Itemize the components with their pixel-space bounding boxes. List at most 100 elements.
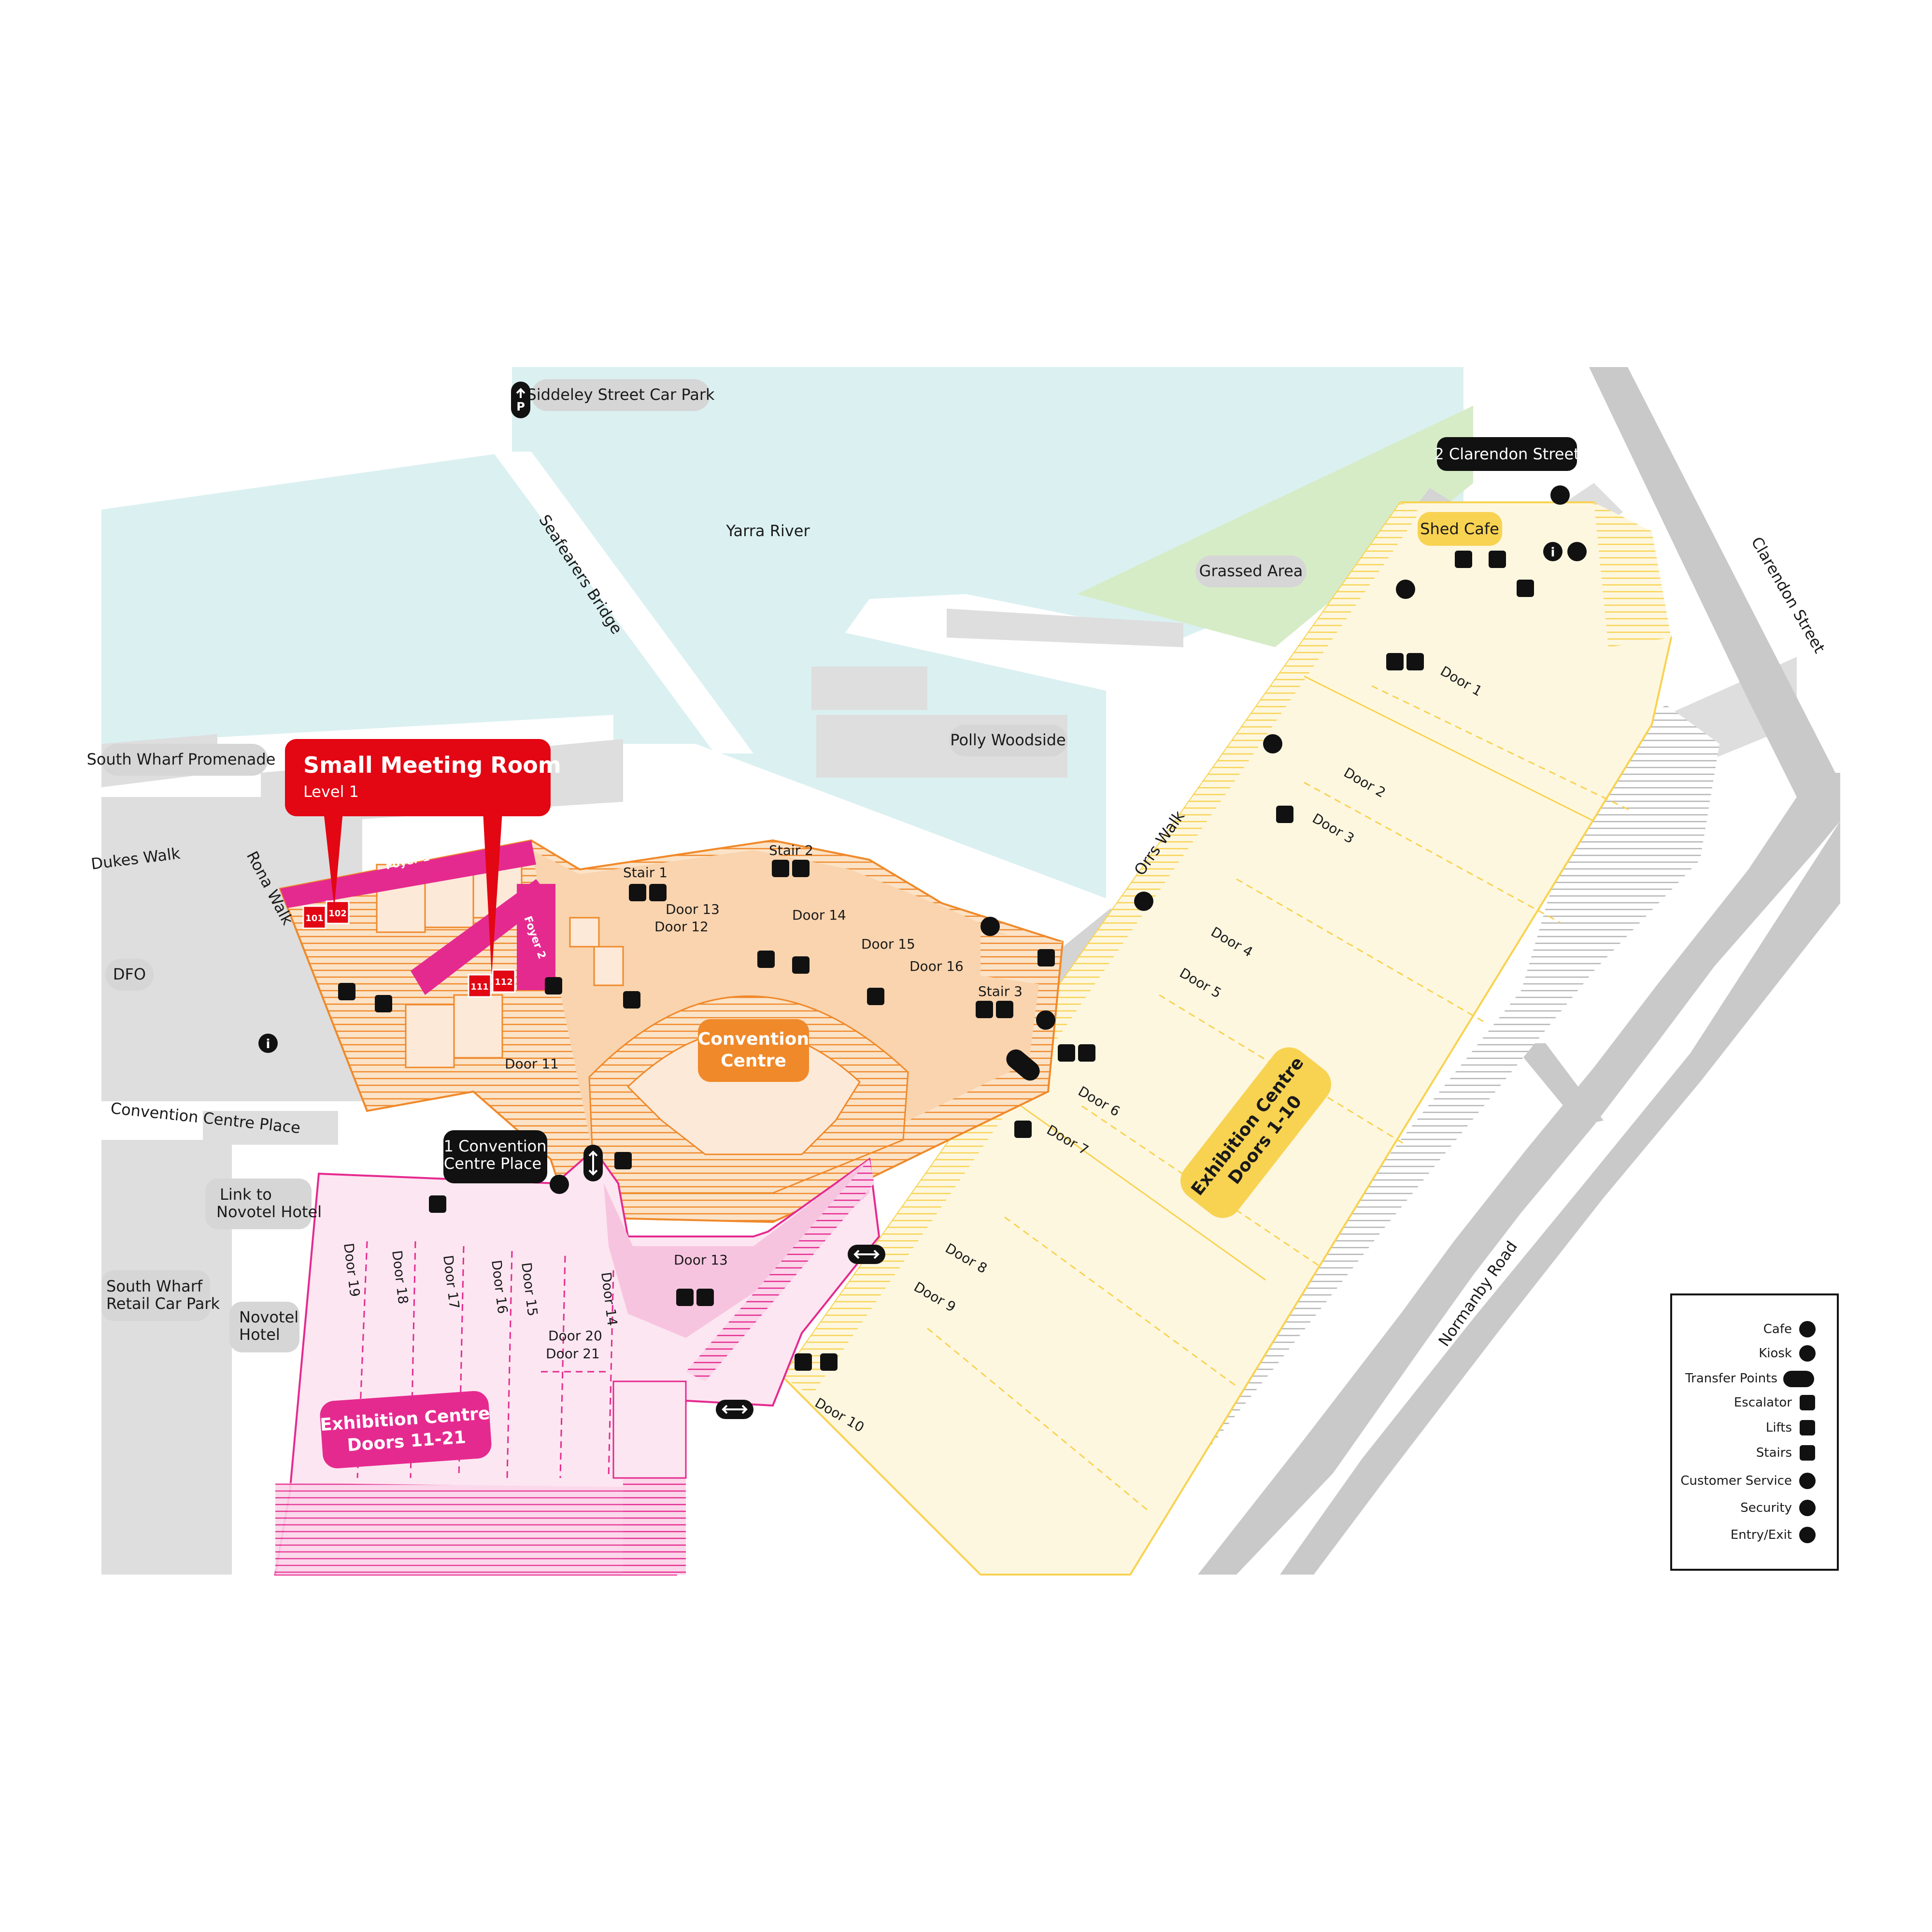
lift-icon[interactable] [1386, 653, 1404, 670]
room-102[interactable] [326, 900, 350, 924]
legend-label-cafe: Cafe [1763, 1322, 1792, 1336]
yarra-river [101, 367, 1463, 898]
stairs-icon[interactable] [1517, 580, 1534, 597]
stairs-icon[interactable] [867, 988, 884, 1005]
stair-3-label: Stair 3 [978, 983, 1023, 999]
lift-icon[interactable] [1037, 949, 1055, 966]
exhibition-doors-1-10-badge[interactable]: Exhibition Centre Doors 1-10 [1173, 1039, 1339, 1226]
stair3-area [980, 932, 1063, 985]
callout-box [285, 739, 551, 816]
lift-icon[interactable] [1489, 551, 1506, 568]
convention-centre-badge[interactable]: Convention Centre [698, 1019, 809, 1082]
small-meeting-room-callout: Small Meeting Room Level 1 [285, 739, 561, 976]
stairs-icon[interactable] [649, 884, 667, 901]
stairs-icon[interactable] [1406, 653, 1424, 670]
escalator-icon[interactable] [629, 884, 646, 901]
foyer-1 [280, 840, 536, 908]
small-meeting-rooms[interactable] [302, 900, 516, 998]
room-101-label: 101 [305, 913, 324, 923]
conv-door-14: Door 14 [792, 907, 846, 923]
room-111[interactable] [468, 974, 492, 998]
room-111-label: 111 [470, 982, 489, 992]
stairs-icon[interactable] [1276, 806, 1293, 823]
siddeley-label: Siddeley Street Car Park [526, 385, 715, 404]
cafe-icon[interactable] [1455, 551, 1472, 568]
legend-label-kiosk: Kiosk [1759, 1346, 1792, 1361]
clarendon2-label: 2 Clarendon Street [1434, 445, 1579, 463]
info-icon[interactable] [258, 1034, 278, 1053]
stairs-icon[interactable] [996, 1001, 1013, 1018]
dfo-label: DFO [113, 965, 146, 983]
pink-room [612, 1380, 687, 1479]
stairs-icon[interactable] [757, 951, 775, 968]
callout-subtitle: Level 1 [303, 782, 359, 801]
room-101[interactable] [302, 905, 327, 929]
conv-door-11: Door 11 [505, 1056, 559, 1072]
transfer-icon[interactable] [1002, 1046, 1043, 1085]
grassed-area-label: Grassed Area [1199, 562, 1303, 580]
convention-label-2: Centre [721, 1051, 786, 1071]
entry-exit-icon[interactable] [980, 917, 1000, 936]
yellow-east-hatch [1594, 502, 1671, 647]
lift-icon[interactable] [1058, 1044, 1075, 1062]
escalator-icon[interactable] [772, 860, 789, 877]
entry-exit-icon[interactable] [1263, 734, 1282, 753]
parking-glyph: P [516, 400, 525, 413]
icon-glyphs: i i P [266, 400, 1555, 1051]
stairs-icon[interactable] [820, 1353, 838, 1371]
yellow-concourse [782, 502, 1420, 1396]
conv-place-label-1: 1 Convention [444, 1137, 547, 1155]
entry-exit-icon[interactable] [1396, 580, 1415, 599]
pink-ramp [686, 1159, 874, 1381]
novotel-link-label-2: Novotel Hotel [216, 1203, 322, 1221]
conv-door-13: Door 13 [666, 901, 720, 917]
parking-icon[interactable] [511, 382, 530, 418]
exhibition-doors-11-21-badge[interactable]: Exhibition Centre Doors 11-21 [318, 1390, 493, 1469]
novotel-label-1: Novotel [239, 1308, 298, 1326]
novotel-label-2: Hotel [239, 1325, 280, 1344]
conv-door-16: Door 16 [909, 958, 964, 974]
legend-label-customer-service: Customer Service [1680, 1474, 1792, 1488]
transfer-arrows [516, 388, 880, 1414]
escalator-icon[interactable] [976, 1001, 993, 1018]
stairs-icon[interactable] [1078, 1044, 1095, 1062]
lift-icon[interactable] [614, 1152, 632, 1169]
convention-label-1: Convention [698, 1029, 809, 1049]
lift-icon[interactable] [545, 977, 562, 994]
legend-label-transfer: Transfer Points [1685, 1371, 1777, 1386]
stairs-icon[interactable] [623, 991, 640, 1009]
pink-door-20: Door 20 [548, 1328, 602, 1344]
foyer-2 [517, 884, 555, 990]
lift-icon[interactable] [338, 983, 355, 1000]
pink-service-hatch [275, 1483, 676, 1575]
entry-exit-icon[interactable] [550, 1175, 569, 1194]
info-icon[interactable] [1543, 542, 1563, 561]
entry-exit-icon[interactable] [1550, 485, 1570, 505]
entry-exit-icon [1799, 1527, 1816, 1543]
novotel-link-label-1: Link to [220, 1185, 272, 1204]
escalator-icon[interactable] [676, 1289, 694, 1306]
stairs-icon[interactable] [375, 995, 392, 1012]
stairs-icon[interactable] [792, 860, 810, 877]
room-112[interactable] [492, 969, 516, 993]
security-icon [1799, 1500, 1816, 1516]
retail-carpark-label-1: South Wharf [106, 1277, 203, 1295]
polly-woodside-label: Polly Woodside [950, 731, 1065, 749]
stairs-icon[interactable] [429, 1195, 446, 1213]
legend-label-entry-exit: Entry/Exit [1731, 1528, 1792, 1542]
lift-icon[interactable] [795, 1353, 812, 1371]
pink-door-13: Door 13 [674, 1252, 728, 1268]
shed-cafe-label: Shed Cafe [1420, 520, 1499, 538]
stairs-icon[interactable] [696, 1289, 714, 1306]
info-icon [1799, 1473, 1816, 1489]
pink-foyer [604, 1159, 869, 1338]
legend: Cafe Kiosk Transfer Points Escalator Lif… [1670, 1293, 1839, 1571]
entry-exit-icon[interactable] [1134, 892, 1153, 911]
escalator-icon [1800, 1395, 1815, 1410]
callout-title: Small Meeting Room [303, 752, 561, 778]
entry-exit-icon[interactable] [1036, 1010, 1055, 1030]
stairs-icon[interactable] [1014, 1121, 1032, 1138]
security-icon[interactable] [1567, 542, 1587, 561]
lift-icon[interactable] [792, 956, 810, 974]
lift-icon [1800, 1420, 1815, 1435]
